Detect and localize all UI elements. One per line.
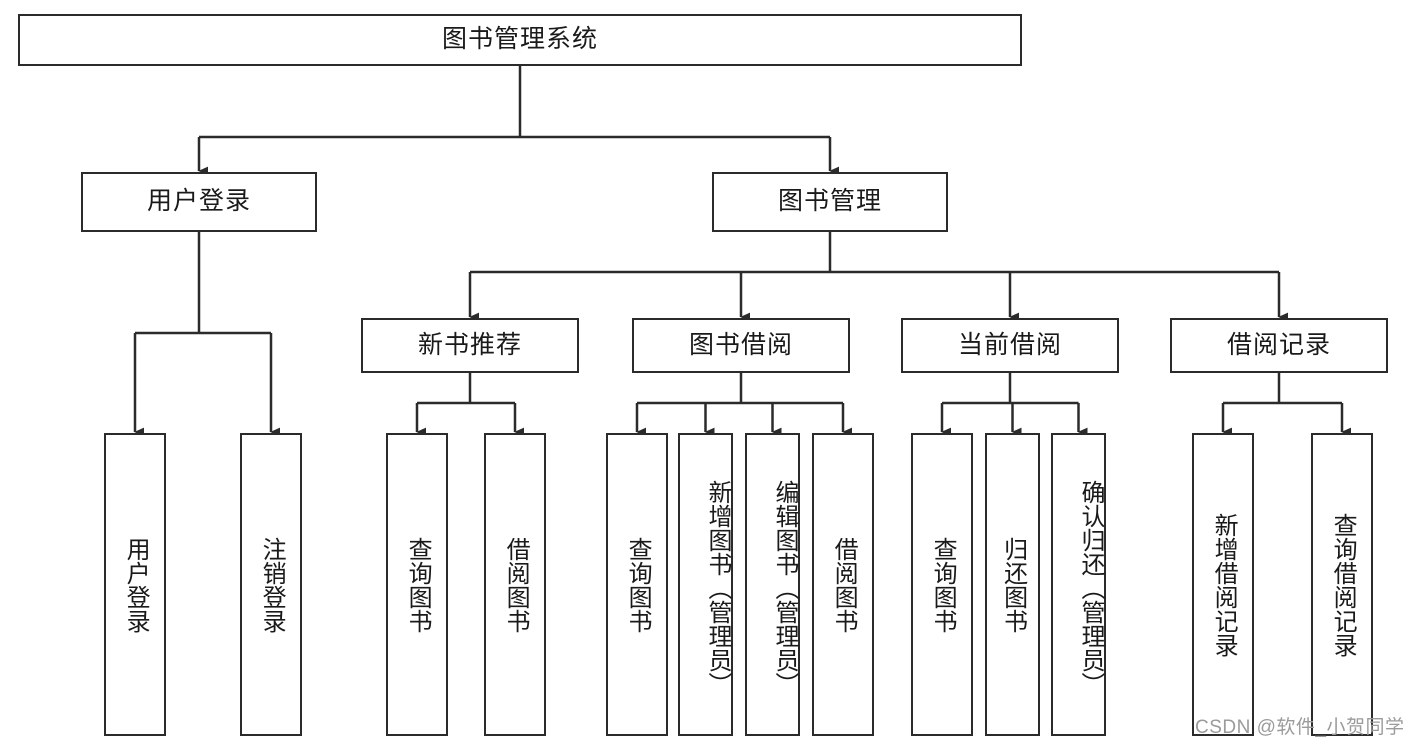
node-leaf-query-record[interactable]: 查询借阅记录 xyxy=(1311,433,1373,736)
node-label-leaf-query-book-1: 查询图书 xyxy=(404,536,432,633)
node-label-leaf-add-record: 新增借阅记录 xyxy=(1210,512,1238,657)
node-current-borrow[interactable]: 当前借阅 xyxy=(901,318,1119,373)
node-label-leaf-return-book: 归还图书 xyxy=(999,536,1027,633)
node-label-leaf-confirm-return: 确认归还（管理员） xyxy=(1077,479,1104,696)
node-book-borrow[interactable]: 图书借阅 xyxy=(632,318,850,373)
node-label-current-borrow: 当前借阅 xyxy=(957,330,1062,359)
node-label-leaf-query-book-3: 查询图书 xyxy=(929,536,957,633)
node-label-root: 图书管理系统 xyxy=(441,25,598,54)
node-leaf-add-book[interactable]: 新增图书（管理员） xyxy=(678,433,733,736)
node-label-leaf-query-record: 查询借阅记录 xyxy=(1329,512,1357,657)
node-leaf-return-book[interactable]: 归还图书 xyxy=(985,433,1040,736)
node-label-leaf-borrow-book-2: 借阅图书 xyxy=(830,536,858,633)
node-leaf-query-book-2[interactable]: 查询图书 xyxy=(606,433,668,736)
node-leaf-query-book-3[interactable]: 查询图书 xyxy=(911,433,973,736)
node-user-login[interactable]: 用户登录 xyxy=(81,172,317,232)
node-label-borrow-record: 借阅记录 xyxy=(1226,330,1331,359)
node-leaf-user-login[interactable]: 用户登录 xyxy=(104,433,166,736)
node-label-leaf-borrow-book-1: 借阅图书 xyxy=(502,536,530,633)
node-leaf-confirm-return[interactable]: 确认归还（管理员） xyxy=(1051,433,1106,736)
node-leaf-borrow-book-1[interactable]: 借阅图书 xyxy=(484,433,546,736)
node-label-book-borrow: 图书借阅 xyxy=(688,330,793,359)
node-leaf-borrow-book-2[interactable]: 借阅图书 xyxy=(812,433,874,736)
node-label-leaf-edit-book: 编辑图书（管理员） xyxy=(771,479,798,696)
csdn-watermark: CSDN @软件_小贺同学 xyxy=(1195,717,1405,738)
node-new-book-rec[interactable]: 新书推荐 xyxy=(361,318,579,373)
node-root[interactable]: 图书管理系统 xyxy=(18,14,1022,66)
node-label-book-manage: 图书管理 xyxy=(777,187,882,216)
node-book-manage[interactable]: 图书管理 xyxy=(712,172,948,232)
node-leaf-add-record[interactable]: 新增借阅记录 xyxy=(1192,433,1254,736)
node-leaf-edit-book[interactable]: 编辑图书（管理员） xyxy=(745,433,800,736)
node-leaf-query-book-1[interactable]: 查询图书 xyxy=(386,433,448,736)
node-leaf-logout[interactable]: 注销登录 xyxy=(240,433,302,736)
node-label-leaf-user-login: 用户登录 xyxy=(122,536,150,633)
node-label-leaf-add-book: 新增图书（管理员） xyxy=(704,479,731,696)
node-borrow-record[interactable]: 借阅记录 xyxy=(1170,318,1388,373)
node-label-user-login: 用户登录 xyxy=(146,187,251,216)
node-label-new-book-rec: 新书推荐 xyxy=(417,330,522,359)
node-label-leaf-logout: 注销登录 xyxy=(258,536,286,633)
node-label-leaf-query-book-2: 查询图书 xyxy=(624,536,652,633)
